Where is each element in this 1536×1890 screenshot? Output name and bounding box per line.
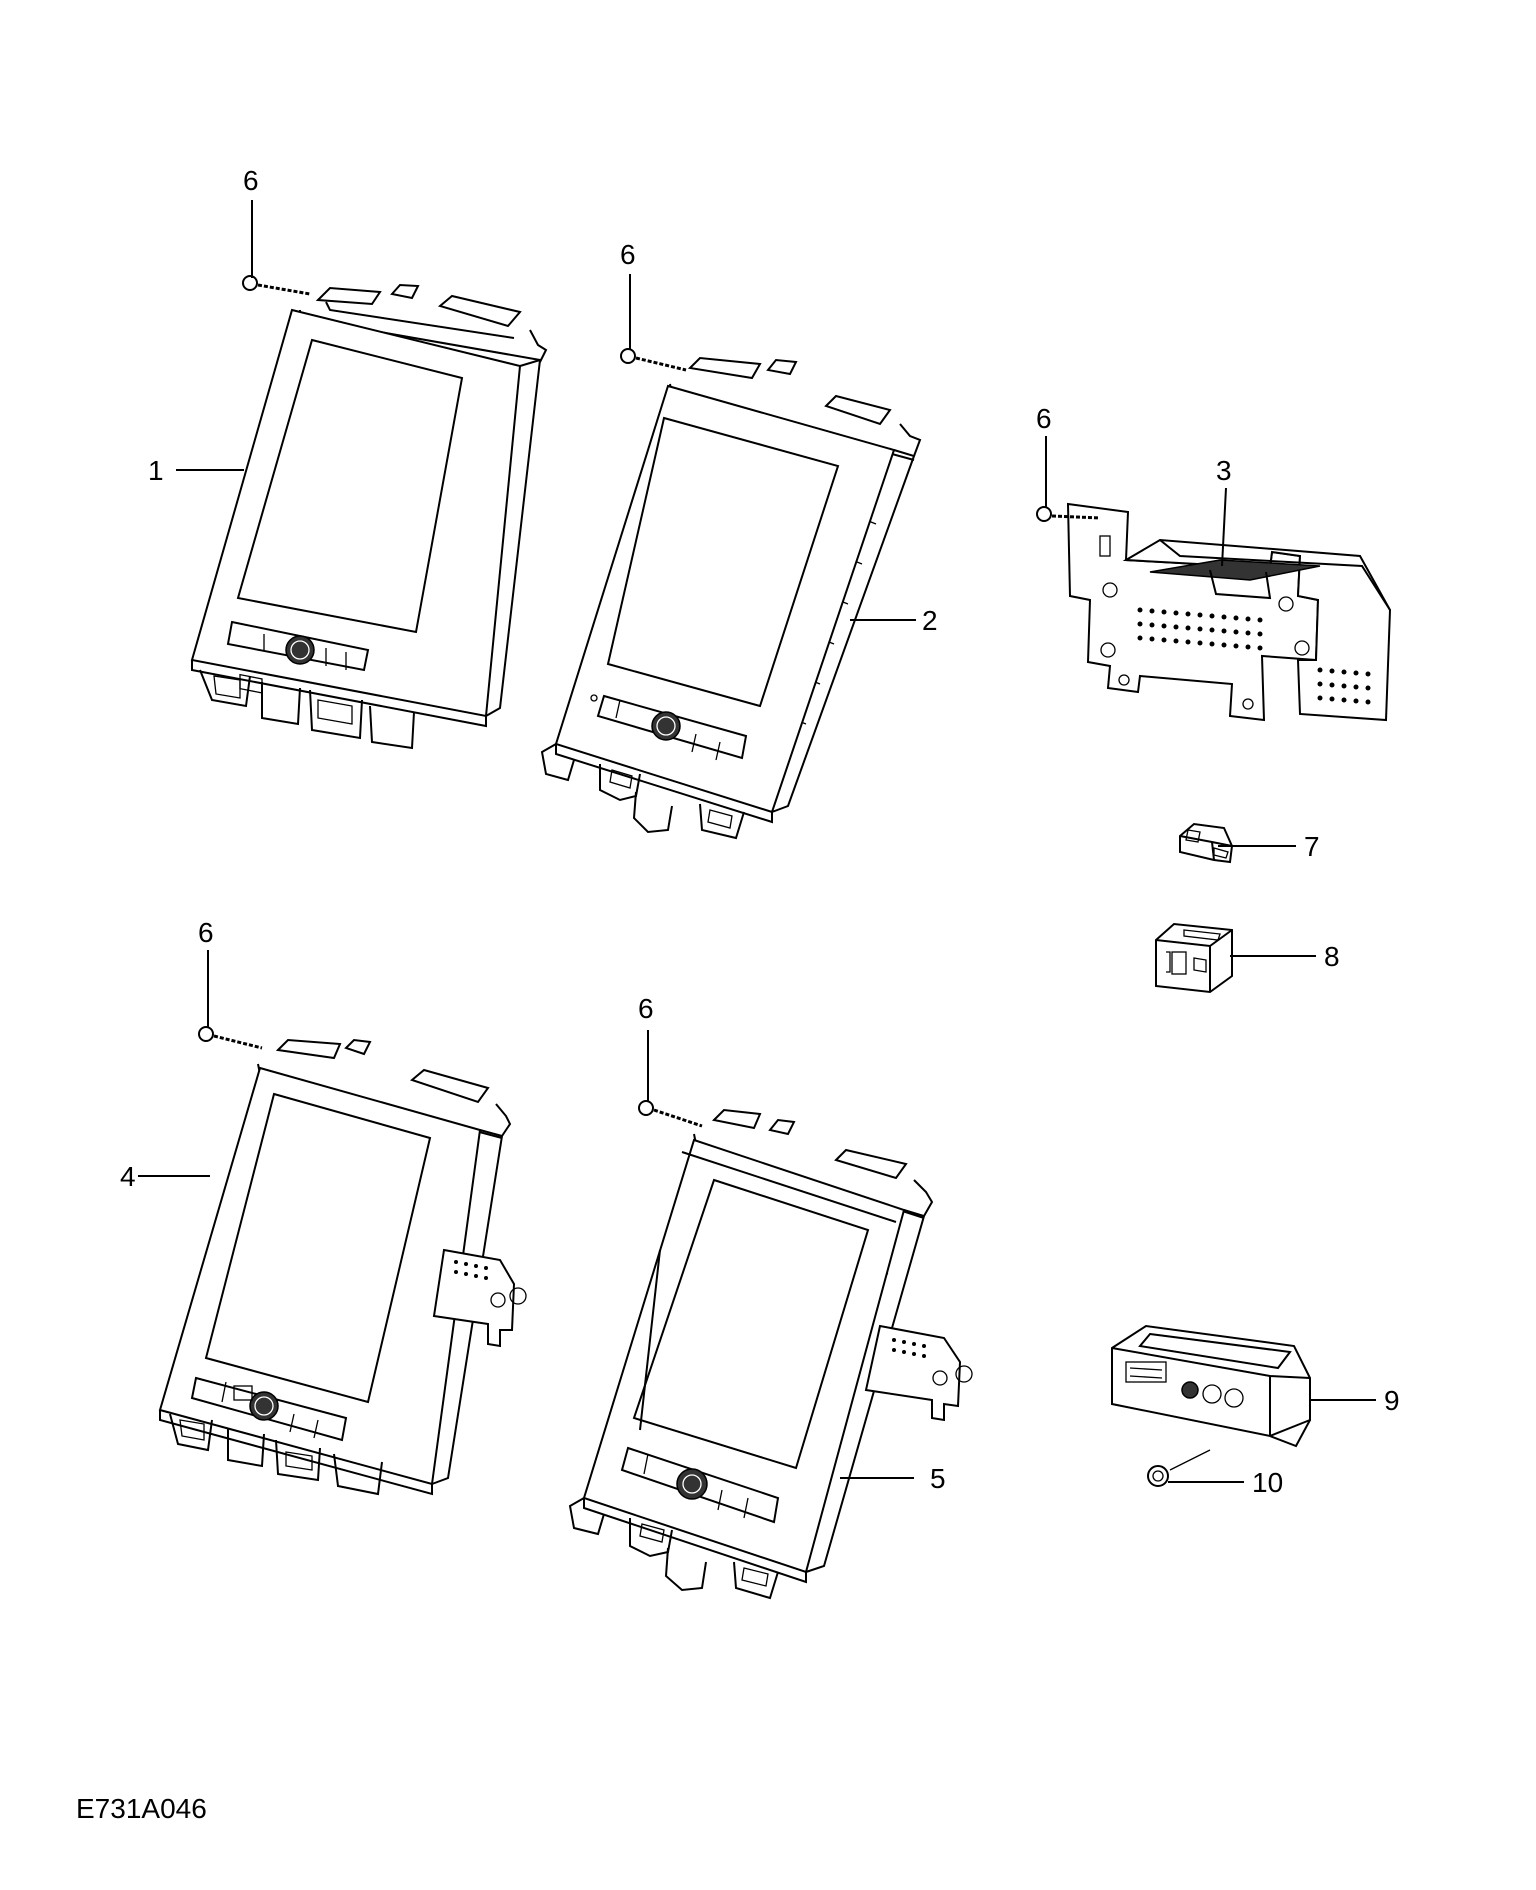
- screw-d: [198, 1026, 263, 1050]
- callout-6-display-4: 6: [198, 917, 214, 948]
- callout-2: 2: [922, 605, 938, 636]
- callout-6-module-3: 6: [1036, 403, 1052, 434]
- part-module-3: [1066, 502, 1392, 722]
- part-display-1: [190, 283, 548, 750]
- callout-5: 5: [930, 1463, 946, 1494]
- callout-6-display-2: 6: [620, 239, 636, 270]
- screw-a: [242, 275, 311, 296]
- leader-lines: [138, 200, 1376, 1483]
- callout-4: 4: [120, 1161, 136, 1192]
- callout-6-display-5: 6: [638, 993, 654, 1024]
- figure-code: E731A046: [76, 1793, 207, 1824]
- callout-1: 1: [148, 455, 164, 486]
- callout-9: 9: [1384, 1385, 1400, 1416]
- part-display-2: [540, 356, 922, 840]
- screw-e: [638, 1100, 703, 1128]
- part-nut-10: [1147, 1449, 1211, 1487]
- callout-3: 3: [1216, 455, 1232, 486]
- screw-c: [1036, 506, 1101, 522]
- part-display-4: [158, 1038, 527, 1496]
- part-module-9: [1111, 1324, 1311, 1448]
- part-connector-7: [1179, 822, 1234, 864]
- callout-8: 8: [1324, 941, 1340, 972]
- part-socket-8: [1155, 922, 1233, 994]
- callout-10: 10: [1252, 1467, 1283, 1498]
- callout-6-display-1: 6: [243, 165, 259, 196]
- screw-b: [620, 348, 687, 372]
- part-display-5: [568, 1108, 973, 1600]
- callout-7: 7: [1304, 831, 1320, 862]
